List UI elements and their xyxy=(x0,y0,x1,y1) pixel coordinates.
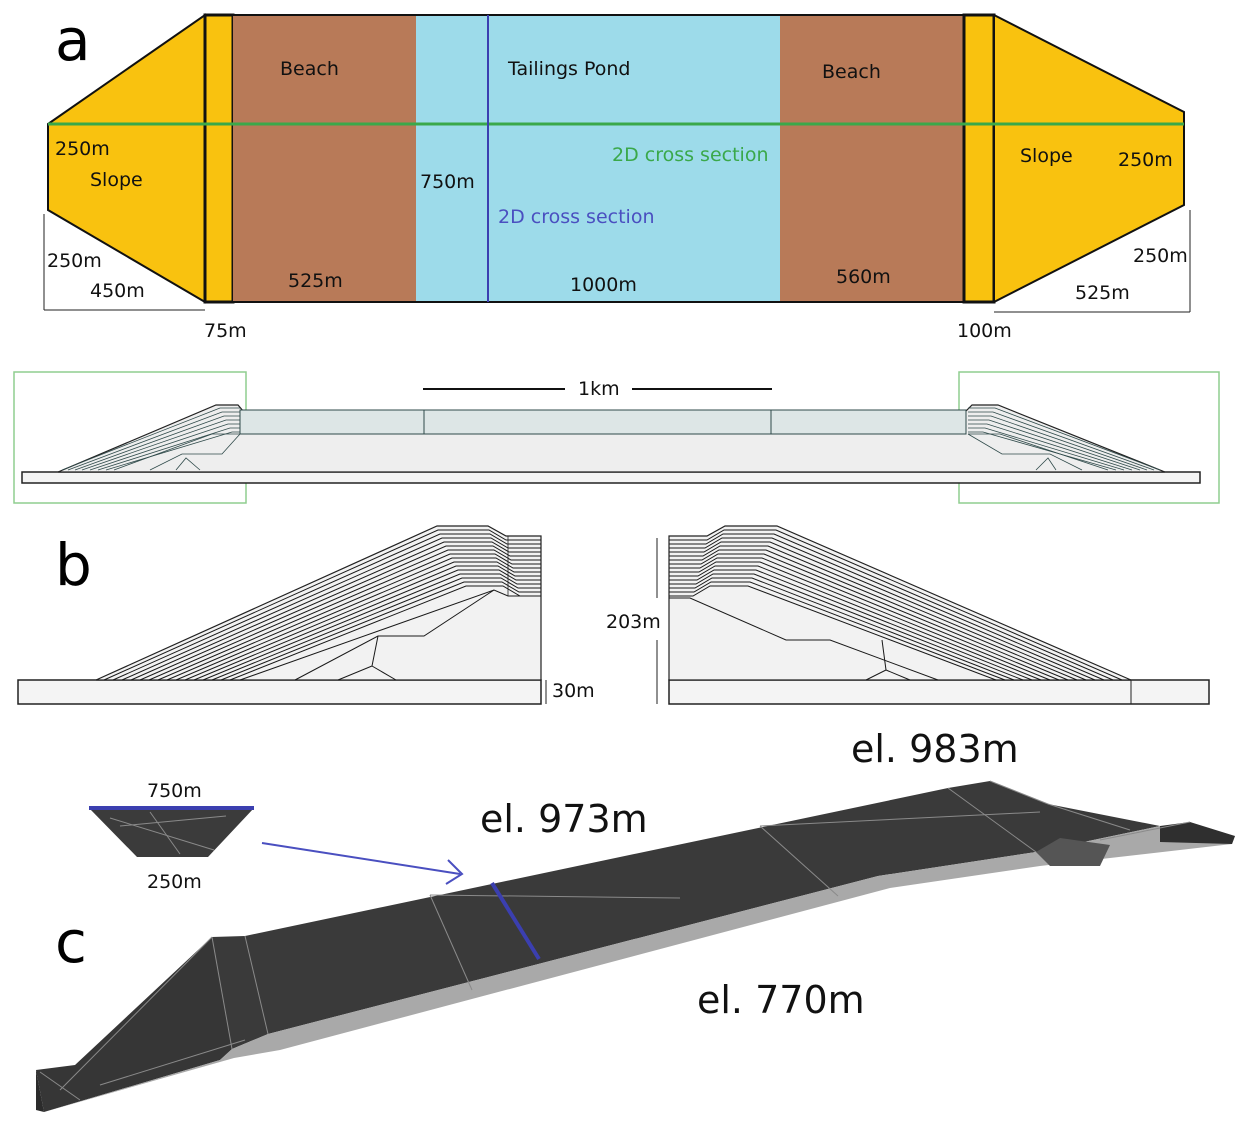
plan-dimension-lines xyxy=(43,210,1191,313)
panel-label-b: b xyxy=(55,531,92,599)
elevation-top-right: el. 983m xyxy=(851,727,1019,771)
inset-arrow xyxy=(261,842,464,885)
panel-label-c: c xyxy=(55,908,87,976)
dim-pond-length: 1000m xyxy=(570,274,637,296)
panel-label-a: a xyxy=(55,6,91,74)
blue-section-label: 2D cross section xyxy=(498,206,655,228)
pond-label: Tailings Pond xyxy=(507,58,631,80)
elevation-top-mid: el. 973m xyxy=(480,797,648,841)
dim-right-dam: 100m xyxy=(957,320,1012,342)
dim-right-bottom: 525m xyxy=(1075,282,1130,304)
left-slope-label: Slope xyxy=(90,169,143,191)
elevation-bottom: el. 770m xyxy=(697,978,865,1022)
right-slope-label: Slope xyxy=(1020,145,1073,167)
height-label: 203m xyxy=(606,611,661,633)
inset-top-label: 750m xyxy=(147,780,202,802)
dim-right-beach: 560m xyxy=(836,266,891,288)
right-dam-strip xyxy=(962,13,996,304)
zoom-left-section xyxy=(17,525,542,705)
left-beach-label: Beach xyxy=(280,58,339,80)
dim-right-side: 250m xyxy=(1133,245,1188,267)
scale-bar-label: 1km xyxy=(578,378,620,400)
plan-outline xyxy=(204,14,995,303)
green-section-label: 2D cross section xyxy=(612,144,769,166)
right-beach-region xyxy=(780,15,964,302)
dim-left-top: 250m xyxy=(55,138,110,160)
zoom-right-section xyxy=(668,525,1210,705)
cross-section-overview xyxy=(13,371,1220,504)
base-label: 30m xyxy=(552,680,595,702)
dam-3d-model xyxy=(36,780,1235,1112)
left-dam-strip xyxy=(203,13,235,304)
right-beach-label: Beach xyxy=(822,61,881,83)
dim-left-side: 250m xyxy=(47,250,102,272)
inset-cross-section xyxy=(89,806,254,857)
tailings-pond-region xyxy=(416,15,780,302)
dim-pond-width: 750m xyxy=(420,171,475,193)
dim-left-bottom: 450m xyxy=(90,280,145,302)
left-beach-region xyxy=(233,15,416,302)
dim-left-dam: 75m xyxy=(204,320,247,342)
dim-left-beach: 525m xyxy=(288,270,343,292)
dim-right-top: 250m xyxy=(1118,149,1173,171)
inset-bottom-label: 250m xyxy=(147,871,202,893)
